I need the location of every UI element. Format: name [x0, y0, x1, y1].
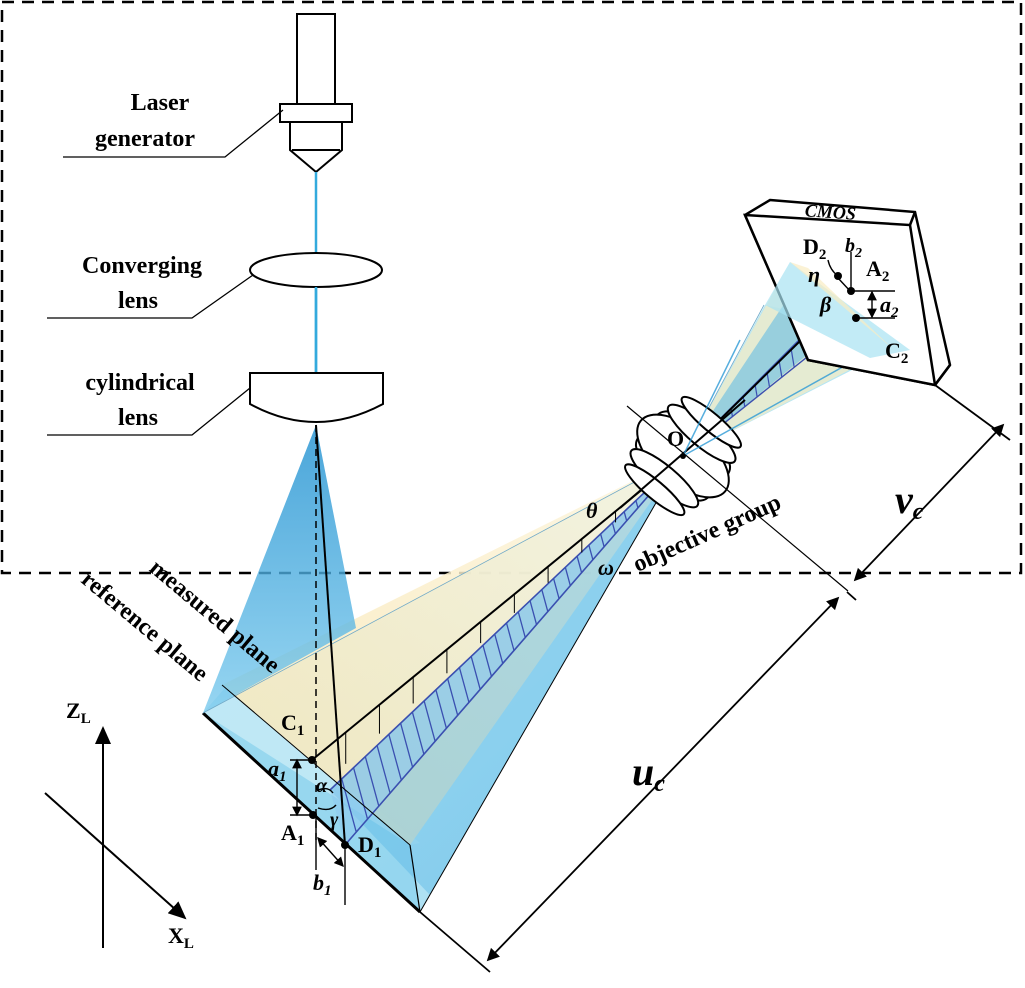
hatch-line-upper — [766, 371, 771, 388]
cylindrical-lens — [249, 372, 384, 423]
label-theta: θ — [586, 498, 598, 523]
point-a2 — [847, 287, 855, 295]
laser-generator — [279, 13, 353, 174]
converging-label-1: Converging — [82, 253, 202, 279]
label-b1-dim: b1 — [313, 870, 332, 899]
label-beta: β — [819, 292, 832, 317]
measured-plane-sheet — [222, 456, 683, 845]
laser-label-2: generator — [95, 126, 195, 152]
label-b2-dim: b2 — [845, 235, 862, 261]
hatch-line — [588, 544, 594, 560]
converging-label-2: lens — [118, 288, 158, 314]
leader-lines — [47, 109, 284, 436]
hatch-line — [611, 522, 617, 534]
x-axis — [44, 792, 187, 920]
hatch-line — [399, 723, 414, 768]
hatch-line-upper — [778, 359, 783, 378]
label-omega: ω — [598, 555, 614, 580]
label-a2-dim: a2 — [880, 292, 899, 321]
label-zl: ZL — [66, 698, 91, 727]
dimension-lines — [419, 384, 1011, 973]
dashed-frame — [0, 0, 1023, 575]
cmos-label: CMOS — [804, 200, 856, 224]
hatch-line — [364, 756, 380, 807]
hatch-line — [352, 767, 369, 820]
label-gamma: γ — [330, 809, 339, 831]
hatch-line — [376, 745, 391, 794]
point-d2 — [834, 272, 842, 280]
label-c1: C1 — [281, 710, 304, 739]
label-uc: uc — [632, 749, 665, 797]
label-xl: XL — [168, 923, 194, 952]
label-d1: D1 — [358, 832, 381, 861]
point-d1 — [341, 841, 349, 849]
point-a1 — [309, 811, 317, 819]
label-vc: vc — [895, 477, 924, 525]
hatch-line — [470, 656, 481, 690]
laser-ray — [315, 424, 346, 846]
hatch-line — [600, 533, 605, 547]
label-a2: A2 — [866, 256, 889, 285]
hatch-line — [423, 700, 436, 742]
hatch-line — [447, 678, 459, 716]
label-alpha: α — [316, 775, 328, 797]
hatch-line — [576, 556, 583, 573]
cylindrical-label-2: lens — [118, 405, 158, 431]
label-eta: η — [808, 262, 820, 287]
laser-label-1: Laser — [131, 90, 190, 116]
hatch-line — [552, 578, 560, 599]
label-c2: C2 — [885, 338, 908, 367]
point-c2 — [852, 314, 860, 322]
hatch-line-upper — [790, 347, 795, 368]
hatch-line — [458, 667, 470, 703]
sensor-light-area — [765, 262, 910, 358]
hatch-line — [564, 567, 571, 586]
label-o: O — [667, 426, 684, 451]
point-o — [680, 453, 686, 459]
hatch-line — [623, 511, 628, 522]
hatch-line — [341, 778, 357, 833]
hatch-line — [635, 500, 639, 509]
point-c1 — [308, 756, 316, 764]
coordinate-axes — [44, 726, 187, 948]
hatch-line — [435, 689, 448, 729]
laser-fan-cone — [203, 425, 356, 713]
points — [308, 272, 860, 849]
hatch-line — [411, 711, 425, 755]
cylindrical-label-1: cylindrical — [85, 370, 195, 396]
converging-lens — [249, 252, 383, 288]
hatch-line — [388, 734, 402, 781]
label-a1: A1 — [281, 820, 304, 849]
label-a1-dim: a1 — [268, 756, 287, 785]
label-d2: D2 — [803, 234, 826, 263]
